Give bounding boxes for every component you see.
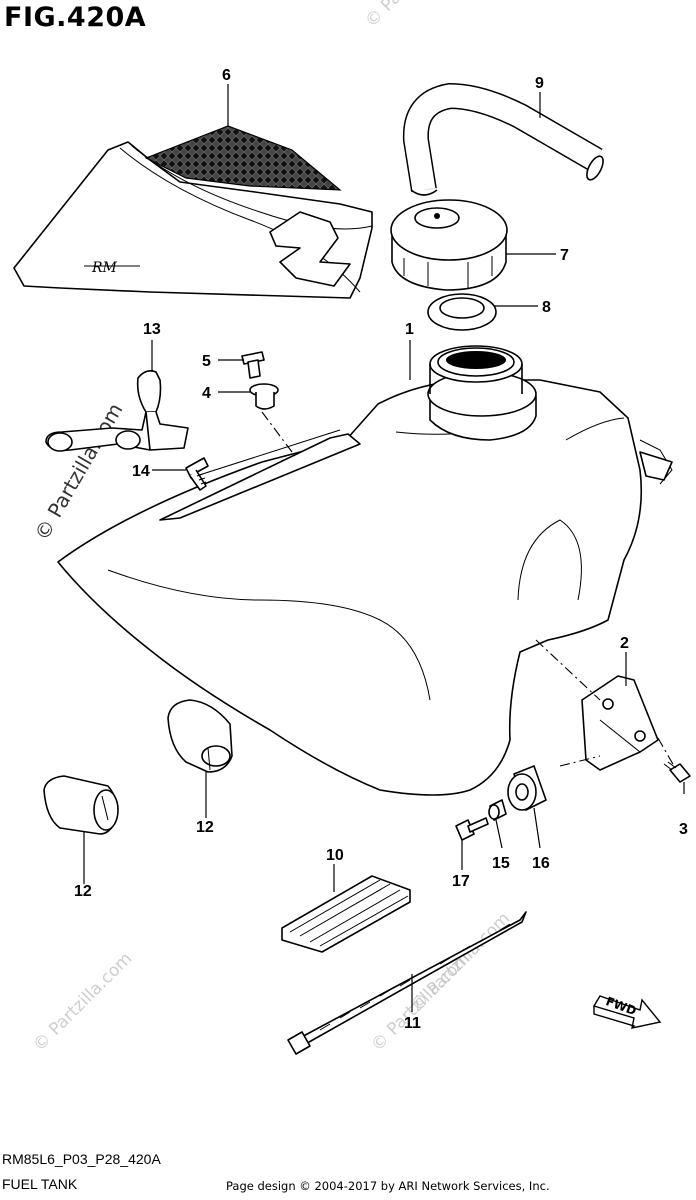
callout-10: 10 <box>326 847 344 864</box>
callout-8: 8 <box>542 299 551 316</box>
part-7-fuel-cap <box>390 199 508 291</box>
callout-6: 6 <box>222 67 231 84</box>
callout-17: 17 <box>452 873 470 890</box>
callout-13: 13 <box>143 321 161 338</box>
callout-15: 15 <box>492 855 510 872</box>
part-16-grommet <box>507 765 547 811</box>
part-3-bolt <box>663 761 691 783</box>
part-15-collar <box>488 799 507 821</box>
part-2-bracket <box>581 675 659 771</box>
callout-7: 7 <box>560 247 569 264</box>
callout-9: 9 <box>535 75 544 92</box>
part-8-gasket <box>427 293 497 331</box>
callout-5: 5 <box>202 353 211 370</box>
figure-name: FUEL TANK <box>2 1176 78 1192</box>
part-5-screw <box>241 351 265 379</box>
callout-2: 2 <box>620 635 629 652</box>
callout-1: 1 <box>405 321 414 338</box>
callout-3: 3 <box>679 821 688 838</box>
part-10-rubber-pad <box>281 875 411 953</box>
watermark-text: © Partzilla.com <box>30 399 128 545</box>
callout-4: 4 <box>202 385 211 402</box>
shroud-logo: RM <box>91 260 118 276</box>
part-17-bolt <box>455 817 489 841</box>
part-14-bolt <box>185 457 209 491</box>
part-12-rubber-lower <box>43 775 119 835</box>
callout-11: 11 <box>404 1015 421 1032</box>
part-9-breather-hose <box>402 82 604 196</box>
part-6-shroud: RM <box>13 125 373 299</box>
callout-14: 14 <box>132 463 150 480</box>
callout-16: 16 <box>532 855 550 872</box>
callout-12-upper: 12 <box>196 819 214 836</box>
figure-title: FIG.420A <box>4 2 147 33</box>
callouts: 6 9 7 8 1 13 5 4 14 2 3 12 12 10 11 17 1… <box>74 67 688 1032</box>
leader-lines <box>83 84 685 1012</box>
watermark-text: © Partzilla.com <box>407 909 514 1016</box>
figure-code: RM85L6_P03_P28_420A <box>2 1151 161 1167</box>
part-4-collar <box>249 383 279 410</box>
part-13-bracket <box>45 370 189 452</box>
part-12-rubber-upper <box>167 699 233 773</box>
fwd-arrow-icon: FWD <box>592 994 662 1029</box>
callout-12-lower: 12 <box>74 883 92 900</box>
copyright-credit: Page design © 2004-2017 by ARI Network S… <box>226 1179 550 1193</box>
part-1-fuel-tank <box>57 345 673 796</box>
watermark-text: © Partzilla.com <box>361 0 468 32</box>
watermark-text: © Partzilla.com <box>29 949 136 1056</box>
part-11-cable-tie <box>287 911 527 1055</box>
